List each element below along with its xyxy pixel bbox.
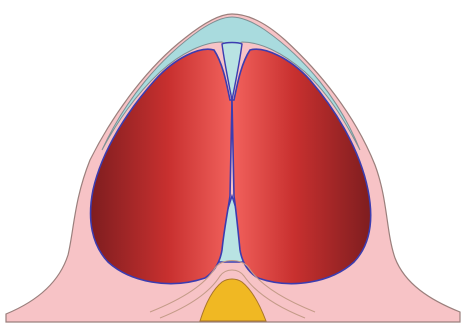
- right-muscle-lobe: [232, 49, 371, 283]
- left-muscle-lobe: [91, 49, 232, 283]
